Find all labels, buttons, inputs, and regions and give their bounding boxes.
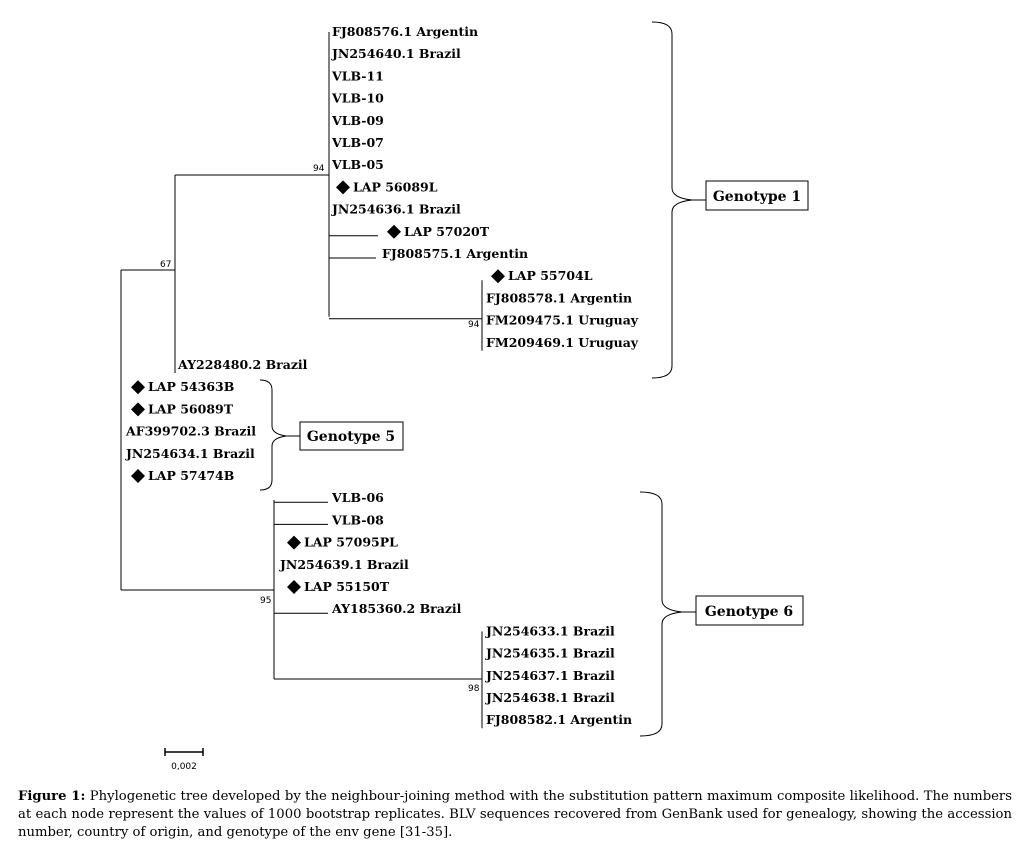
scale-bar: [164, 748, 204, 756]
leaf-label: LAP 55704L: [508, 268, 593, 283]
diamond-marker-icon: [287, 580, 301, 594]
leaf-label: LAP 57095PL: [304, 535, 398, 550]
diamond-marker-icon: [336, 180, 350, 195]
diamond-marker-icon: [131, 380, 145, 395]
bootstrap-values: 94 67 94 95 98: [160, 164, 480, 694]
leaf-label: VLB-09: [331, 113, 384, 128]
bootstrap-value: 94: [313, 164, 325, 174]
bootstrap-value: 95: [260, 596, 271, 606]
genotype-5-box: [299, 421, 404, 451]
leaf-label: FJ808575.1 Argentin: [382, 246, 528, 261]
leaf-label: AY228480.2 Brazil: [177, 357, 308, 372]
leaf-label: VLB-11: [331, 68, 384, 83]
leaf-label: JN254636.1 Brazil: [331, 202, 461, 217]
leaf-label: LAP 56089T: [148, 401, 234, 416]
leaf-label: VLB-10: [331, 91, 384, 106]
leaf-label: JN254639.1 Brazil: [279, 557, 409, 572]
caption-text: Phylogenetic tree developed by the neigh…: [18, 789, 1013, 840]
genotype-5-label: Genotype 5: [307, 429, 395, 445]
bootstrap-value: 98: [468, 684, 480, 694]
leaf-label: LAP 54363B: [148, 379, 234, 394]
scale-bar-label: 0,002: [171, 762, 197, 772]
leaf-label: FJ808582.1 Argentin: [486, 712, 632, 727]
bootstrap-value: 94: [468, 320, 480, 330]
leaf-label: JN254638.1 Brazil: [485, 690, 615, 705]
leaf-label: JN254637.1 Brazil: [485, 668, 615, 683]
tree-branches: [120, 32, 483, 729]
leaf-label: JN254633.1 Brazil: [485, 623, 615, 638]
leaf-label: VLB-08: [331, 512, 384, 527]
leaf-label: FJ808578.1 Argentin: [486, 290, 632, 305]
diamond-marker-icon: [131, 402, 145, 417]
diamond-marker-icon: [131, 469, 145, 483]
leaf-label: AF399702.3 Brazil: [125, 424, 256, 439]
leaf-label: FM209475.1 Uruguay: [486, 313, 639, 328]
genotype-1-label: Genotype 1: [713, 189, 801, 205]
genotype-6-label: Genotype 6: [705, 604, 793, 620]
diamond-marker-icon: [491, 269, 505, 284]
genotype-6-box: [695, 595, 804, 626]
genotype-1-brace: [651, 21, 693, 379]
leaf-label: VLB-05: [331, 157, 384, 172]
leaf-label: JN254640.1 Brazil: [331, 46, 461, 61]
leaf-label: FJ808576.1 Argentin: [332, 24, 478, 39]
leaf-label: VLB-06: [331, 490, 384, 505]
leaf-label: LAP 56089L: [353, 179, 438, 194]
diamond-marker-icon: [387, 224, 401, 239]
genotype-1-box: [705, 180, 809, 211]
leaf-label: LAP 57474B: [148, 468, 234, 483]
figure-caption: Figure 1: Phylogenetic tree developed by…: [18, 788, 1012, 842]
caption-label: Figure 1:: [18, 789, 86, 804]
genotype-6-brace: [639, 491, 683, 737]
leaf-label: JN254634.1 Brazil: [125, 446, 255, 461]
leaf-label: LAP 57020T: [404, 224, 490, 239]
leaf-label: AY185360.2 Brazil: [331, 601, 462, 616]
diamond-marker-icon: [287, 535, 301, 550]
bootstrap-value: 67: [160, 260, 171, 270]
leaf-label: LAP 55150T: [304, 579, 390, 594]
genotype-5-brace: [259, 379, 287, 491]
leaf-label: FM209469.1 Uruguay: [486, 335, 639, 350]
leaf-label: JN254635.1 Brazil: [485, 646, 615, 661]
leaf-label: VLB-07: [331, 135, 384, 150]
